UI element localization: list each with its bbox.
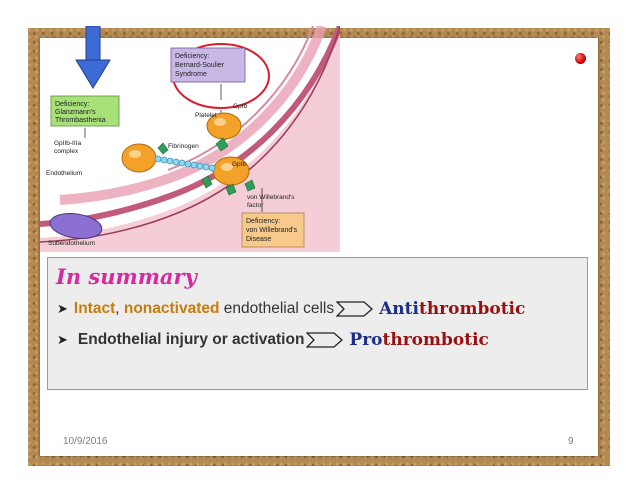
summary-line-antithrombotic: ➤ Intact , nonactivated endothelial cell…: [57, 299, 525, 319]
svg-text:Deficiency:: Deficiency:: [246, 218, 280, 225]
vessel-wall: [40, 26, 340, 252]
term-thrombotic: thrombotic: [382, 330, 489, 350]
svg-text:Syndrome: Syndrome: [175, 71, 207, 78]
down-arrow-icon: [75, 26, 111, 89]
platelet-left: [121, 143, 157, 173]
page-number: 9: [568, 436, 574, 447]
svg-text:Endothelium: Endothelium: [46, 170, 82, 177]
chevron-arrow-icon: [306, 332, 344, 348]
svg-text:complex: complex: [54, 148, 79, 155]
endothelial-cells-text: endothelial cells: [219, 300, 335, 317]
svg-text:GpIIb-IIIa: GpIIb-IIIa: [54, 140, 81, 147]
summary-box: In summary ➤ Intact , nonactivated endot…: [47, 257, 588, 390]
svg-text:Deficiency:: Deficiency:: [55, 101, 89, 108]
bernard-soulier-box: [170, 47, 246, 83]
von-willebrand-box: [241, 212, 305, 248]
glanzmann-box: [50, 95, 120, 127]
svg-text:factor: factor: [247, 202, 264, 209]
pushpin-icon: [575, 53, 586, 64]
svg-text:von Willebrand's: von Willebrand's: [247, 194, 295, 201]
nonactivated-text: nonactivated: [123, 300, 220, 317]
svg-text:GpIb: GpIb: [232, 161, 246, 168]
chevron-arrow-icon: [336, 301, 374, 317]
term-thrombotic: thrombotic: [418, 299, 526, 319]
endothelial-injury-text: Endothelial injury or activation: [77, 331, 305, 348]
endothelial-cell: [49, 213, 103, 239]
svg-text:Deficiency:: Deficiency:: [175, 53, 209, 60]
svg-text:Thrombasthenia: Thrombasthenia: [55, 117, 106, 124]
svg-text:von Willebrand's: von Willebrand's: [246, 227, 298, 234]
term-pro: Pro: [349, 330, 383, 350]
arrow-bullet-icon: ➤: [57, 301, 68, 316]
comma-separator: ,: [115, 300, 124, 317]
platelet-adhesion-diagram: Deficiency: Bernard-Soulier Syndrome Def…: [40, 26, 340, 252]
fibrinogen-chain: [154, 155, 216, 172]
svg-text:Bernard-Soulier: Bernard-Soulier: [175, 62, 225, 69]
arrow-bullet-icon: ➤: [57, 332, 68, 347]
svg-text:GpIb: GpIb: [233, 103, 247, 110]
svg-text:Platelet: Platelet: [195, 112, 217, 119]
receptor-gpib: [157, 137, 256, 196]
svg-text:Disease: Disease: [246, 236, 271, 243]
platelet-top: [206, 112, 242, 140]
footer-date: 10/9/2016: [63, 436, 108, 447]
summary-title: In summary: [56, 264, 197, 289]
summary-line-prothrombotic: ➤ Endothelial injury or activation Pro t…: [57, 330, 489, 350]
intact-text: Intact: [73, 300, 116, 317]
svg-text:Subendothelium: Subendothelium: [48, 240, 95, 247]
svg-text:Glanzmann's: Glanzmann's: [55, 109, 96, 116]
svg-text:Fibrinogen: Fibrinogen: [168, 143, 199, 150]
term-anti: Anti: [379, 299, 419, 319]
